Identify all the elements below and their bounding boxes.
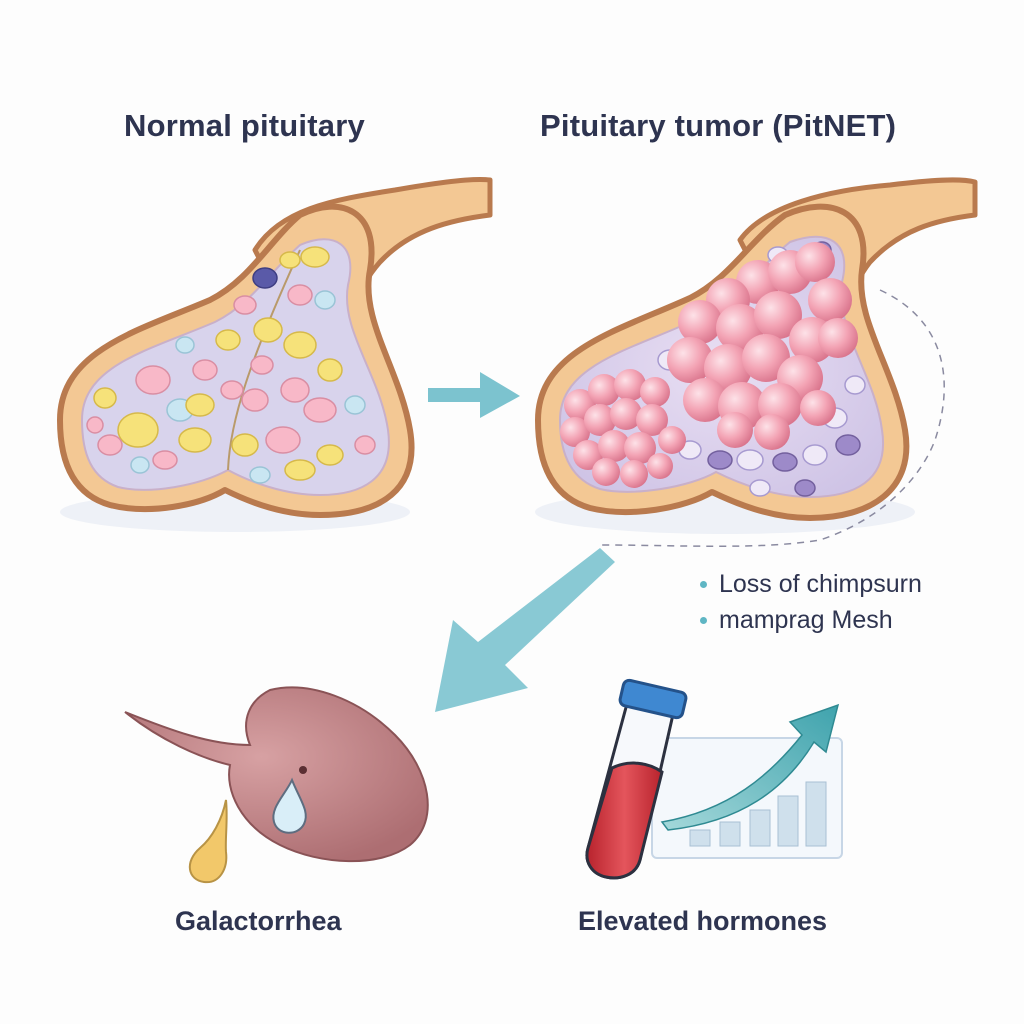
tumor-pituitary-title: Pituitary tumor (PitNET) [540, 108, 897, 143]
small-tumor-cluster [560, 369, 686, 488]
tear-drop-icon [272, 777, 307, 834]
note-text: mamprag Mesh [719, 605, 893, 634]
bullet-icon [700, 580, 707, 588]
galactorrhea-caption: Galactorrhea [175, 906, 342, 936]
tumor-pituitary-illustration [535, 177, 978, 547]
elevated-hormones-caption: Elevated hormones [578, 906, 828, 936]
progression-arrow-icon [428, 372, 520, 418]
note-item: mamprag Mesh [700, 602, 922, 638]
rising-trend-arrow-icon [660, 703, 840, 831]
breast-illustration [124, 686, 429, 884]
normal-cell-cluster [86, 246, 376, 484]
note-item: Loss of chimpsurn [700, 566, 922, 602]
hormone-chart-illustration [585, 678, 843, 880]
large-tumor-mass [667, 242, 858, 450]
note-text: Loss of chimpsurn [719, 569, 922, 598]
normal-pituitary-title: Normal pituitary [124, 108, 365, 143]
outcome-arrow-icon [435, 548, 615, 712]
bullet-icon [700, 616, 707, 624]
invasion-dashed-outline [599, 289, 945, 547]
milk-drop-icon [189, 799, 228, 884]
tumor-notes-list: Loss of chimpsurn mamprag Mesh [700, 566, 922, 638]
test-tube-icon [585, 678, 688, 880]
normal-pituitary-illustration [57, 177, 493, 532]
